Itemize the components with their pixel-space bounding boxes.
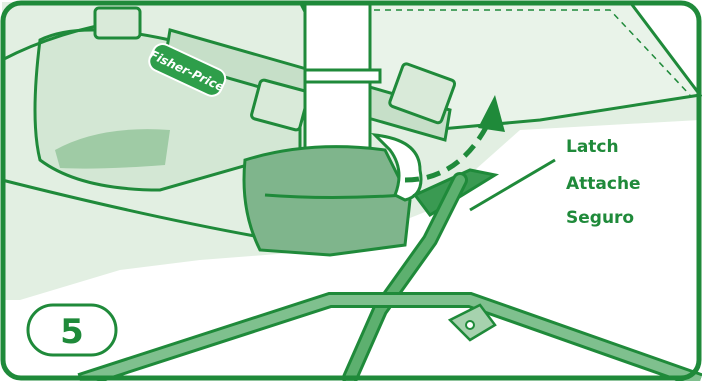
- callout-label-seguro: Seguro: [566, 208, 634, 228]
- bolt-hole: [466, 321, 474, 329]
- tube-band: [305, 70, 380, 82]
- buckle-top: [95, 8, 140, 38]
- step-badge: 5: [28, 305, 116, 355]
- callout-label-latch: Latch: [566, 137, 619, 157]
- callout-label-attache: Attache: [566, 174, 641, 194]
- step-number: 5: [60, 312, 84, 352]
- base-bracket: [244, 147, 410, 255]
